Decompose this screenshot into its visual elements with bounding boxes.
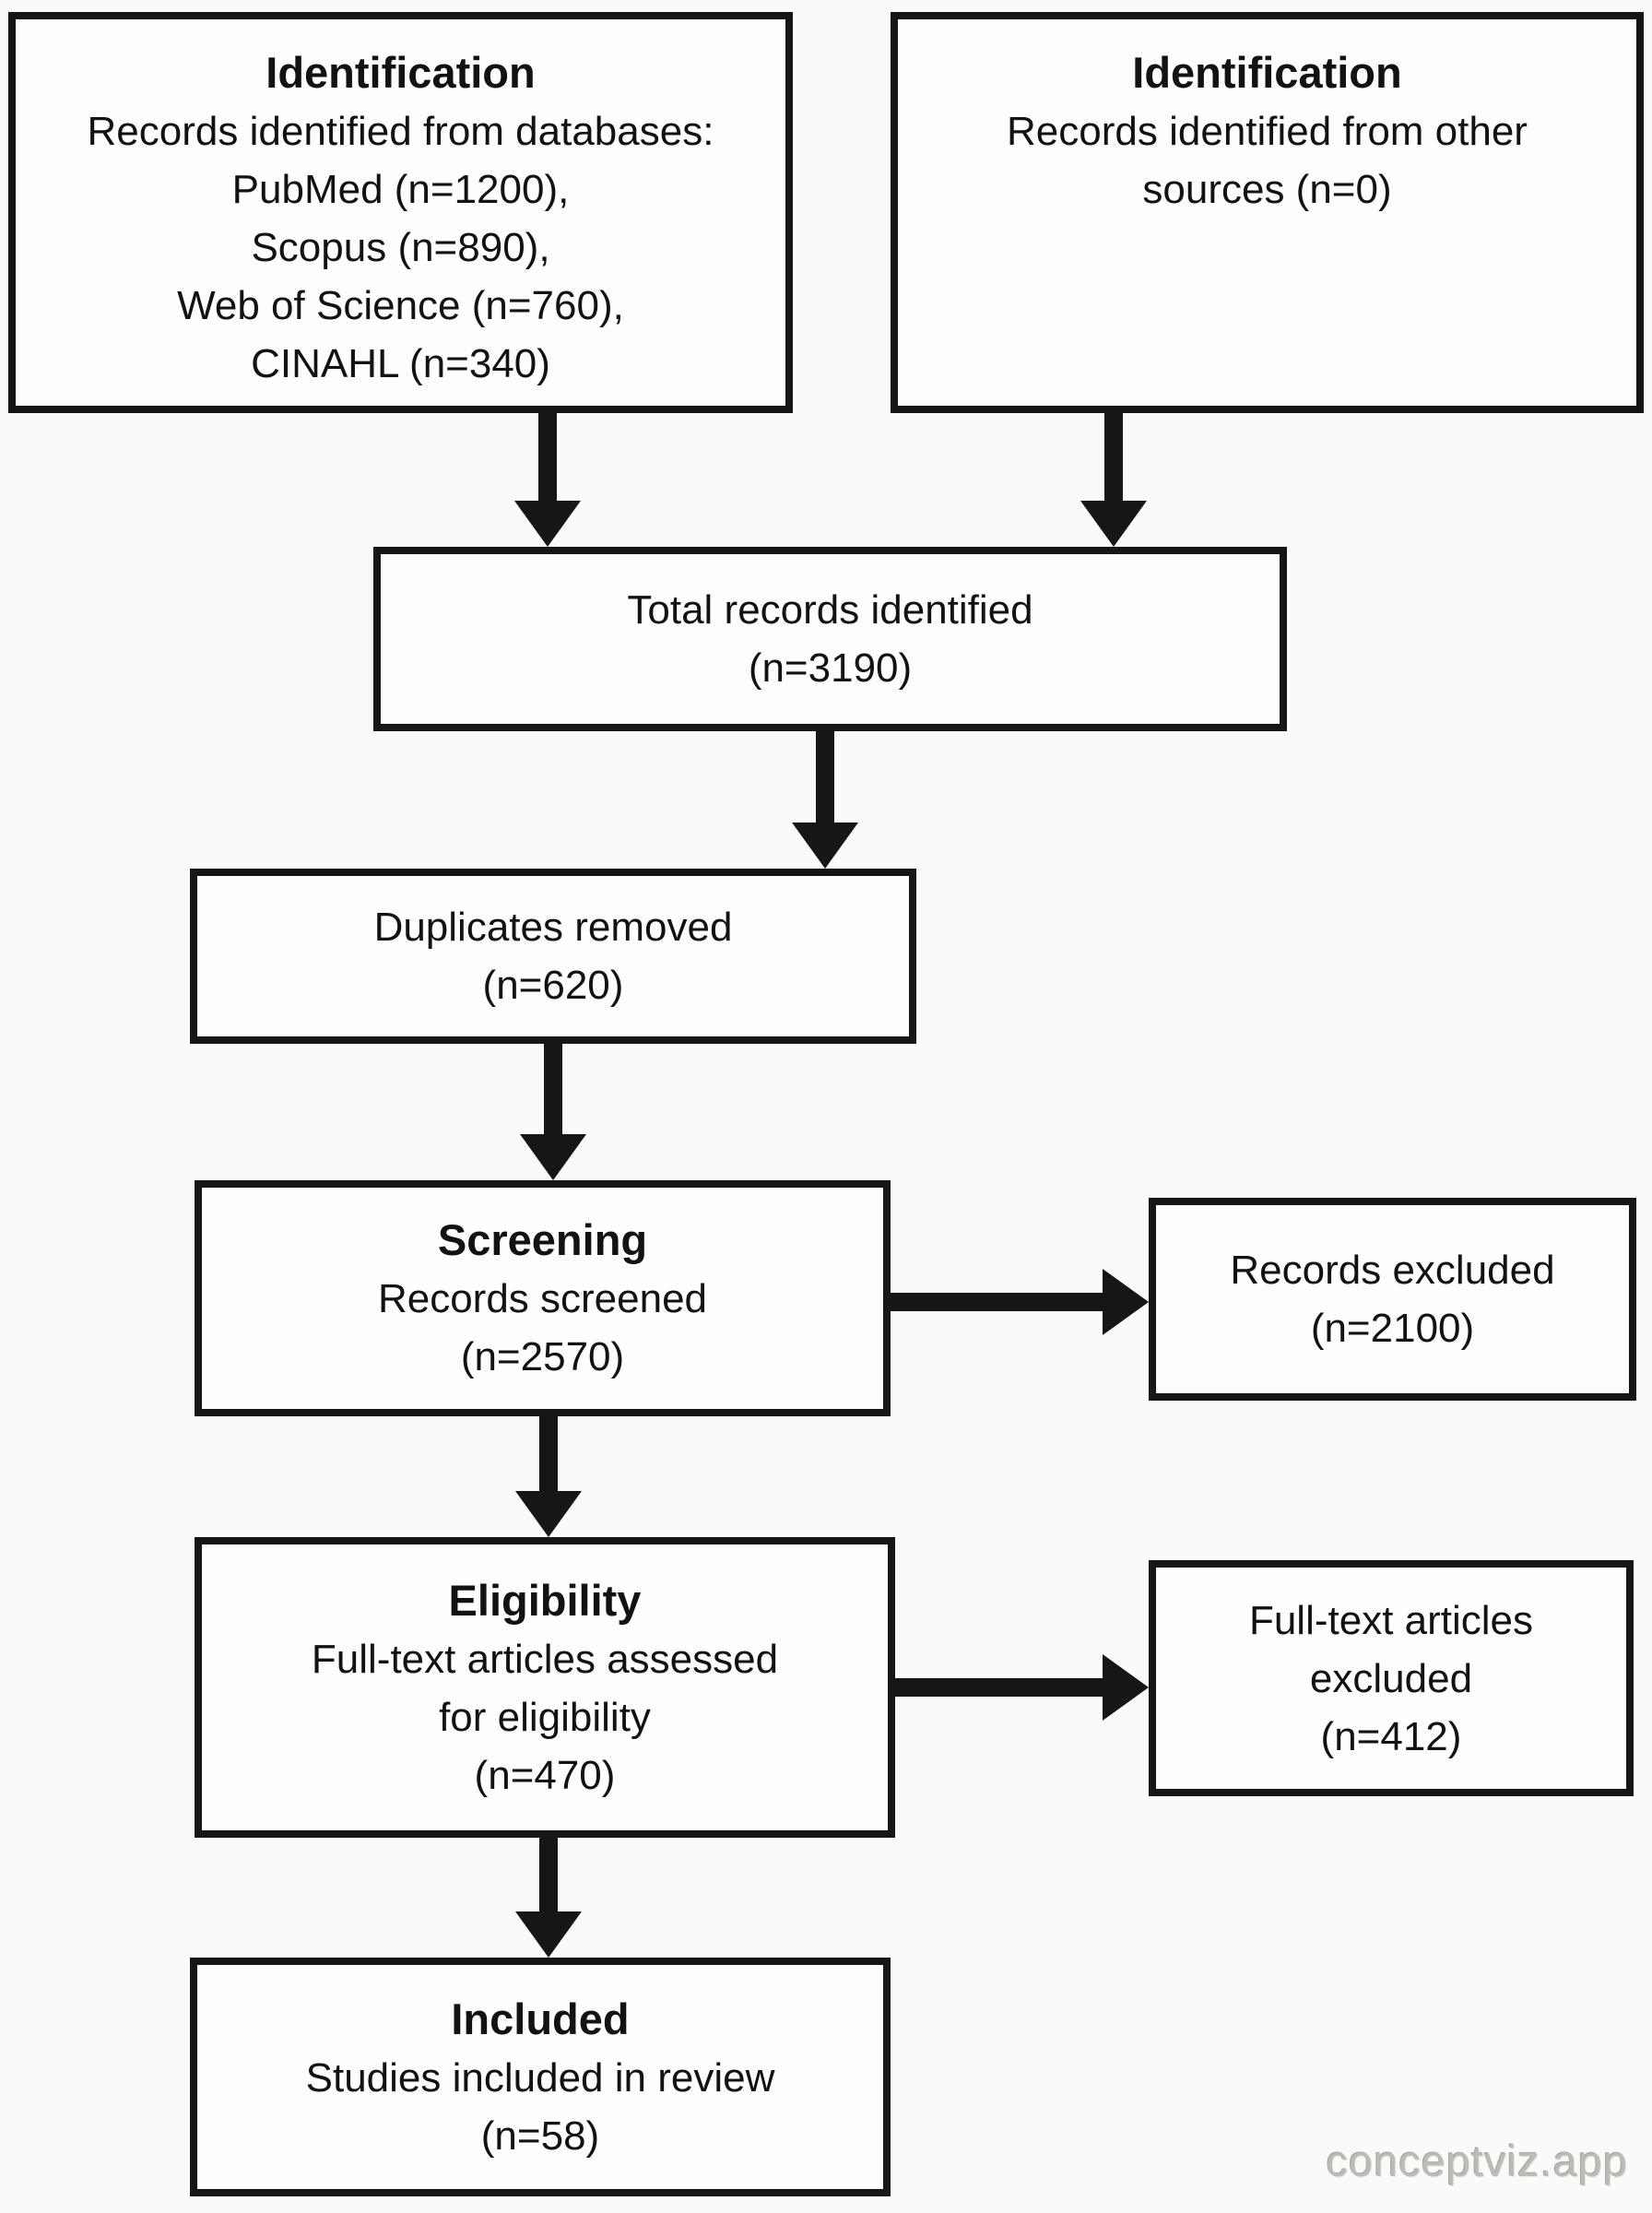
arrow-shaft: [544, 1044, 562, 1140]
arrow-total-to-duplicates: [792, 731, 858, 869]
box-heading: Included: [451, 1994, 630, 2043]
arrow-down-head: [792, 822, 858, 869]
box-eligibility: Eligibility Full-text articles assessed …: [195, 1537, 895, 1838]
box-duplicates-removed: Duplicates removed (n=620): [190, 869, 916, 1044]
arrow-shaft: [816, 731, 834, 828]
box-identification-other-sources: Identification Records identified from o…: [891, 12, 1644, 413]
box-line: PubMed (n=1200),: [231, 167, 570, 212]
box-line: (n=3190): [748, 645, 913, 691]
box-heading: Identification: [1132, 48, 1402, 97]
box-line: Scopus (n=890),: [251, 225, 550, 270]
arrow-shaft: [1104, 413, 1123, 506]
box-line: (n=58): [480, 2112, 600, 2159]
arrow-down-head: [514, 501, 581, 547]
box-line: Records excluded: [1230, 1248, 1555, 1293]
box-line: Web of Science (n=760),: [177, 283, 624, 328]
box-identification-databases: Identification Records identified from d…: [8, 12, 793, 413]
box-records-excluded: Records excluded (n=2100): [1149, 1198, 1636, 1401]
box-line: for eligibility: [439, 1694, 651, 1740]
arrow-eligibility-to-included: [515, 1838, 582, 1958]
arrow-down-head: [520, 1134, 586, 1180]
box-included: Included Studies included in review (n=5…: [190, 1958, 891, 2196]
box-line: (n=2100): [1310, 1306, 1475, 1351]
arrow-down-head: [515, 1911, 582, 1958]
box-line: excluded: [1309, 1655, 1473, 1701]
box-line: Records screened: [377, 1276, 708, 1321]
arrow-screening-to-records-excluded: [891, 1269, 1149, 1335]
box-screening: Screening Records screened (n=2570): [195, 1180, 891, 1416]
arrow-shaft: [539, 1838, 558, 1917]
box-heading: Eligibility: [448, 1575, 642, 1625]
box-line: Full-text articles assessed: [311, 1636, 779, 1682]
box-line: (n=412): [1320, 1713, 1462, 1759]
arrow-shaft: [895, 1678, 1108, 1697]
box-heading: Screening: [437, 1215, 648, 1264]
box-line: (n=2570): [460, 1334, 625, 1379]
arrow-shaft: [891, 1293, 1108, 1311]
arrow-shaft: [539, 1416, 558, 1497]
arrow-duplicates-to-screening: [520, 1044, 586, 1180]
arrow-right-head: [1103, 1654, 1149, 1721]
arrow-eligibility-to-fulltext-excluded: [895, 1654, 1149, 1721]
box-line: Full-text articles: [1248, 1597, 1534, 1643]
box-line: (n=470): [474, 1752, 616, 1798]
arrow-right-head: [1103, 1269, 1149, 1335]
box-line: Studies included in review: [305, 2054, 775, 2101]
arrow-down-head: [515, 1491, 582, 1537]
arrow-down-head: [1080, 501, 1147, 547]
box-line: Records identified from other: [1007, 109, 1528, 154]
box-line: Duplicates removed: [373, 905, 733, 950]
arrow-screening-to-eligibility: [515, 1416, 582, 1537]
arrow-other-sources-to-total: [1080, 413, 1147, 547]
box-fulltext-excluded: Full-text articles excluded (n=412): [1149, 1560, 1634, 1796]
box-line: Records identified from databases:: [87, 109, 714, 154]
box-heading: Identification: [266, 48, 536, 97]
box-line: CINAHL (n=340): [251, 341, 550, 386]
box-line: (n=620): [482, 963, 624, 1008]
box-line: sources (n=0): [1142, 167, 1392, 212]
box-line: Total records identified: [627, 587, 1033, 633]
arrow-shaft: [538, 413, 557, 506]
watermark: conceptviz.app: [1326, 2136, 1628, 2185]
box-total-records: Total records identified (n=3190): [373, 547, 1287, 731]
arrow-databases-to-total: [514, 413, 581, 547]
